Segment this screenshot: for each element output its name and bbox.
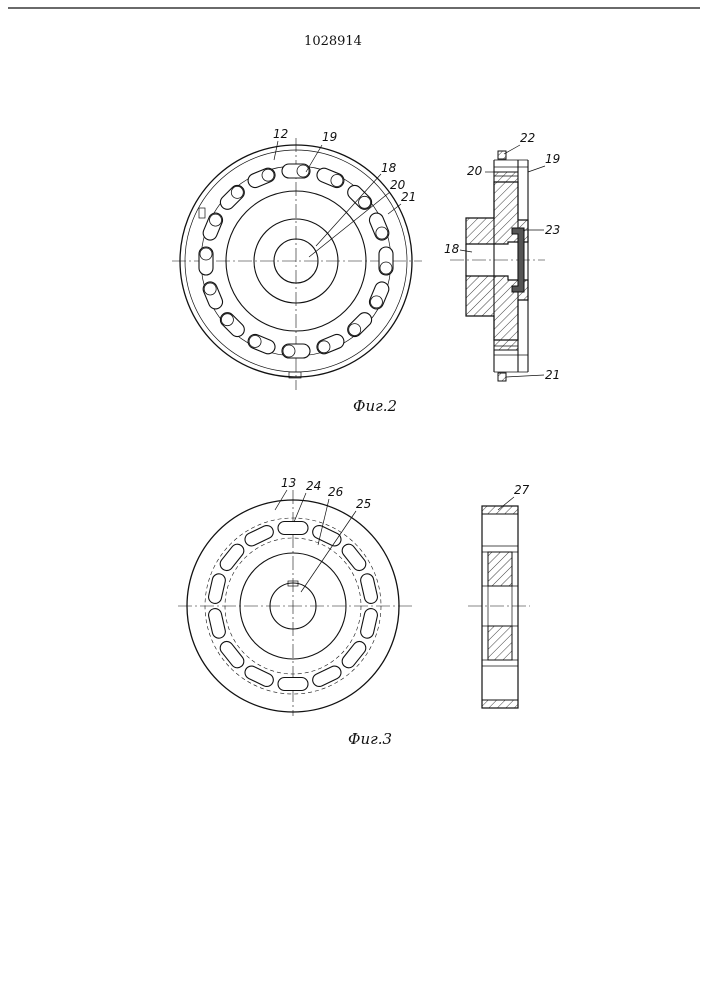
fig3-front-view (178, 490, 412, 716)
slot (367, 280, 391, 311)
slot (278, 522, 308, 535)
slot (315, 332, 346, 356)
label-24: 24 (306, 479, 321, 493)
label-19-section: 19 (545, 152, 560, 166)
label-23: 23 (545, 223, 560, 237)
slot (359, 573, 378, 605)
slot (201, 211, 225, 242)
fig2-front-labels: 12 19 18 20 21 (273, 127, 416, 257)
slot (311, 664, 344, 689)
patent-number: 1028914 (304, 34, 362, 49)
slot (340, 639, 369, 671)
fig2-section-view (450, 151, 545, 381)
slot (340, 542, 369, 574)
slot (218, 310, 248, 340)
label-26: 26 (328, 485, 344, 499)
label-12: 12 (273, 127, 288, 141)
label-21-section: 21 (545, 368, 560, 382)
label-25: 25 (356, 497, 371, 511)
slot (246, 332, 277, 356)
fig2-front-view (172, 138, 422, 390)
fig3-section-view (468, 506, 530, 708)
fig2-caption: Фиг.2 (353, 397, 397, 415)
slot (207, 607, 226, 639)
slot (278, 678, 308, 691)
slot (359, 607, 378, 639)
slot (243, 523, 276, 548)
slot (246, 166, 277, 190)
label-22: 22 (520, 131, 535, 145)
label-18-section: 18 (444, 242, 460, 256)
label-13: 13 (281, 476, 296, 490)
label-27: 27 (514, 483, 530, 497)
label-18-front: 18 (381, 161, 397, 175)
fig3-caption: Фиг.3 (348, 730, 392, 748)
slot (367, 211, 391, 242)
slot (207, 573, 226, 605)
slot (218, 542, 247, 574)
slot (315, 166, 346, 190)
slot (218, 639, 247, 671)
slot (345, 310, 375, 340)
label-19-front: 19 (322, 130, 337, 144)
label-20-section: 20 (467, 164, 483, 178)
slot (201, 280, 225, 311)
slot (243, 664, 276, 689)
slot (311, 523, 344, 548)
slot (218, 183, 248, 213)
label-21-front: 21 (401, 190, 416, 204)
